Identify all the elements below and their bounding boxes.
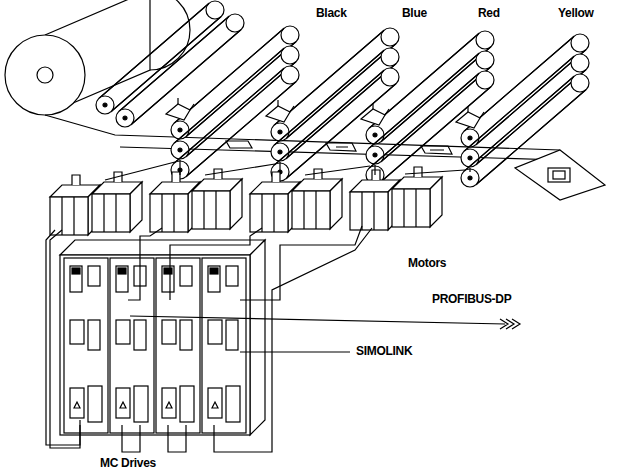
part-label: Motors: [408, 256, 446, 270]
part-label: MC Drives: [100, 456, 156, 470]
bus-label: PROFIBUS-DP: [432, 292, 511, 306]
color-label: Yellow: [558, 6, 594, 20]
color-label: Red: [478, 6, 500, 20]
color-label: Black: [316, 6, 347, 20]
bus-label: SIMOLINK: [356, 344, 412, 358]
color-label: Blue: [402, 6, 427, 20]
